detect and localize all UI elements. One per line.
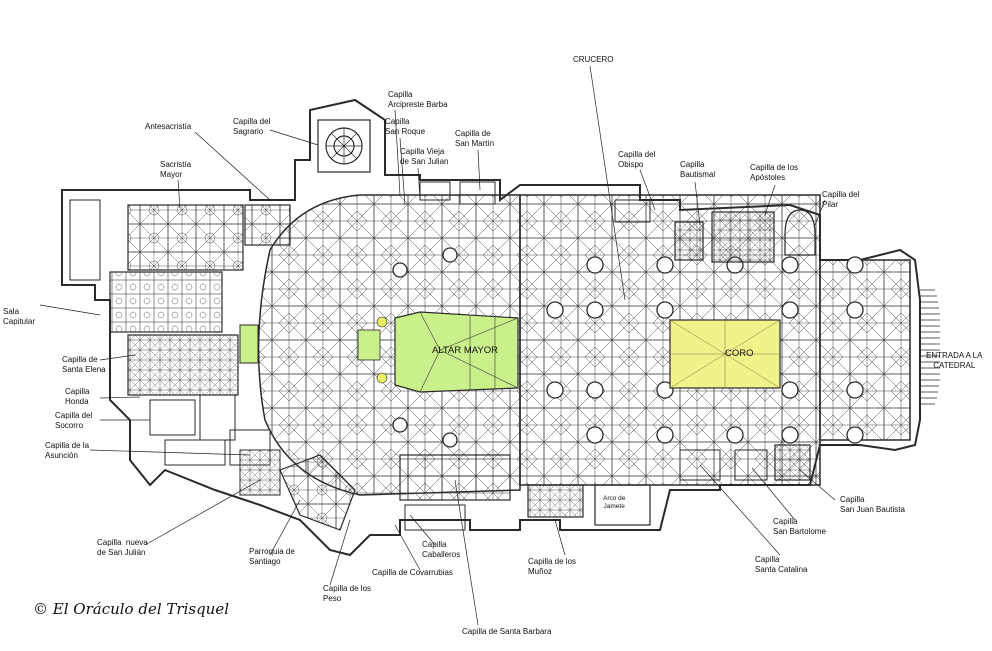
coro-area (669, 319, 781, 389)
sacristia-vaults (127, 204, 244, 271)
label-sala-capitular: Sala Capitular (3, 307, 36, 326)
credit-watermark: © El Oráculo del Trisquel (33, 600, 230, 618)
label-capilla-covarrubias: Capilla de Covarrubias (372, 568, 453, 577)
label-capilla-socorro: Capilla del Socorro (55, 411, 93, 430)
label-capilla-vieja-san-julian: Capilla Vieja de San Julian (400, 147, 449, 166)
sala-capitular-vaults (109, 271, 223, 333)
sagrario-chapel (317, 119, 371, 173)
label-capilla-san-roque: Capilla San Roque (385, 117, 426, 136)
label-capilla-munoz: Capilla de los Muñoz (528, 557, 577, 576)
label-capilla-nueva-san-julian: Capilla nueva de San Julián (97, 538, 148, 557)
label-capilla-santa-elena: Capilla de Santa Elena (62, 355, 106, 374)
label-sacristia-mayor: Sacristía Mayor (160, 160, 192, 179)
entrance-steps (920, 289, 940, 405)
label-capilla-san-juan-bautista: Capilla San Juan Bautista (840, 495, 905, 514)
label-capilla-bautismal: Capilla Bautismal (680, 160, 716, 179)
label-arco-jamete: Arco de Jamete (603, 495, 626, 510)
label-capilla-peso: Capilla de los Peso (323, 584, 372, 603)
altar-mayor-area (357, 311, 519, 393)
label-capilla-sagrario: Capilla del Sagrario (233, 117, 271, 136)
santa-elena-vaults (127, 334, 239, 396)
west-bays (819, 259, 911, 441)
label-capilla-honda: Capilla Honda (65, 387, 90, 406)
pillars (392, 247, 864, 448)
label-crucero: CRUCERO (573, 55, 614, 64)
label-altar-mayor: ALTAR MAYOR (432, 345, 498, 356)
north-chapels (419, 181, 816, 263)
label-antesacristia: Antesacristía (145, 122, 192, 131)
label-capilla-san-bartolome: Capilla San Bartolome (773, 517, 826, 536)
label-entrada: ENTRADA A LA CATEDRAL (926, 351, 983, 370)
label-capilla-pilar: Capilla del Pilar (822, 190, 860, 209)
outer-walls (61, 98, 921, 557)
label-capilla-asuncion: Capilla de la Asunción (45, 441, 90, 460)
label-capilla-obispo: Capilla del Obispo (618, 150, 656, 169)
south-chapels (239, 444, 811, 531)
label-capilla-caballeros: Capilla Caballeros (422, 540, 461, 559)
leader-lines (39, 65, 836, 626)
label-coro: CORO (725, 348, 754, 359)
label-capilla-arcipreste-barba: Capilla Arcipreste Barba (388, 90, 448, 109)
label-capilla-santa-barbara: Capilla de Santa Barbara (462, 627, 552, 636)
label-capilla-san-martin: Capilla de San Martín (455, 129, 495, 148)
green-cell (239, 324, 259, 364)
label-capilla-santa-catalina: Capilla Santa Catalina (755, 555, 808, 574)
label-capilla-apostoles: Capilla de los Apóstoles (750, 163, 799, 182)
label-parroquia-santiago: Parroquia de Santiago (249, 547, 295, 566)
